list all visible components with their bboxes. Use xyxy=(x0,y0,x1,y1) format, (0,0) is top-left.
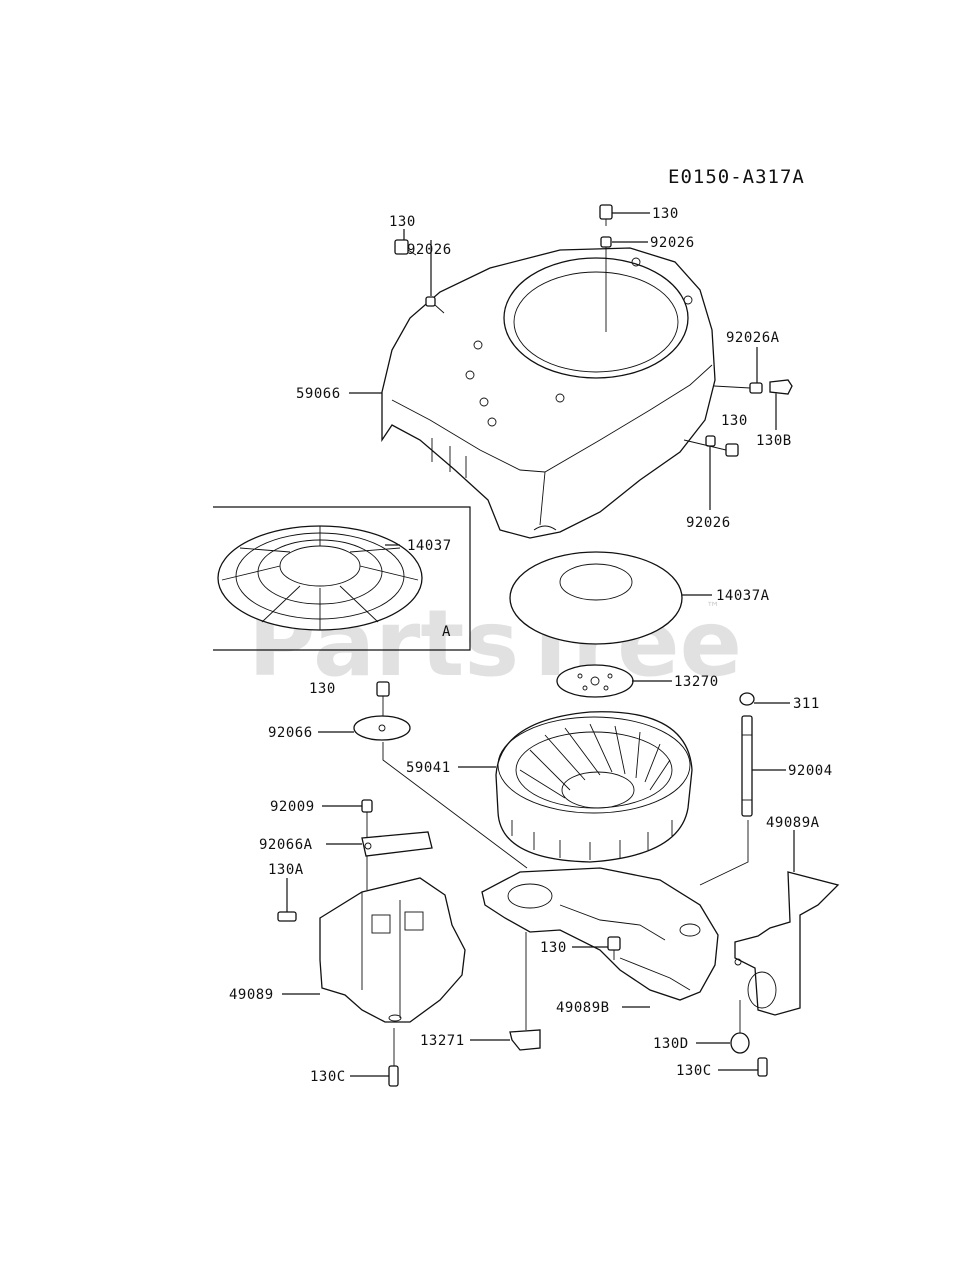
stud-92004[interactable] xyxy=(741,715,753,817)
label-92066A: 92066A xyxy=(259,837,313,853)
label-130-top-left: 130 xyxy=(389,214,416,230)
label-14037: 14037 xyxy=(407,538,452,554)
plate-13270[interactable] xyxy=(556,664,634,698)
bolt-130C-left[interactable] xyxy=(388,1065,399,1087)
label-130C-right: 130C xyxy=(676,1063,712,1079)
label-92004: 92004 xyxy=(788,763,833,779)
screen-14037[interactable] xyxy=(217,525,423,631)
bolt-130-right[interactable] xyxy=(725,443,739,457)
bracket-13271[interactable] xyxy=(509,1029,541,1051)
bolt-130B[interactable] xyxy=(769,379,793,422)
label-49089: 49089 xyxy=(229,987,274,1003)
screen-14037A[interactable] xyxy=(509,551,683,645)
bolt-130D[interactable] xyxy=(730,1000,750,1054)
collar-92026-lower[interactable] xyxy=(705,435,716,447)
label-14037A: 14037A xyxy=(716,588,770,604)
bolt-130-mid[interactable] xyxy=(376,681,390,697)
label-49089B: 49089B xyxy=(556,1000,610,1016)
bolt-92009[interactable] xyxy=(361,799,373,813)
label-130-lower: 130 xyxy=(540,940,567,956)
label-92009: 92009 xyxy=(270,799,315,815)
bolt-130-top-right[interactable] xyxy=(599,204,613,226)
label-130D: 130D xyxy=(653,1036,689,1052)
plate-92066[interactable] xyxy=(353,715,411,741)
baffle-49089[interactable] xyxy=(319,877,466,1023)
label-130-mid: 130 xyxy=(309,681,336,697)
inset-label-a: A xyxy=(442,624,451,640)
label-92026-top-left: 92026 xyxy=(407,242,452,258)
label-13271: 13271 xyxy=(420,1033,465,1049)
label-311: 311 xyxy=(793,696,820,712)
bolt-130C-right[interactable] xyxy=(757,1057,768,1077)
bolt-130-lower[interactable] xyxy=(607,936,621,960)
collar-92026-top-left[interactable] xyxy=(425,296,436,307)
baffle-49089A[interactable] xyxy=(734,871,840,1016)
collar-92026-top-right[interactable] xyxy=(600,236,612,248)
fan-59041[interactable] xyxy=(495,711,693,863)
nut-311[interactable] xyxy=(739,692,755,706)
label-130-right: 130 xyxy=(721,413,748,429)
plate-92066A[interactable] xyxy=(361,831,433,857)
label-13270: 13270 xyxy=(674,674,719,690)
bolt-130-top-left[interactable] xyxy=(394,239,417,256)
collar-92026A[interactable] xyxy=(749,382,763,394)
diagram-code: E0150-A317A xyxy=(668,166,805,188)
bolt-130A[interactable] xyxy=(277,911,297,922)
label-130A: 130A xyxy=(268,862,304,878)
label-130C-left: 130C xyxy=(310,1069,346,1085)
label-92026-lower: 92026 xyxy=(686,515,731,531)
inset-box-a: A xyxy=(213,506,471,651)
label-59041: 59041 xyxy=(406,760,451,776)
label-49089A: 49089A xyxy=(766,815,820,831)
fan-housing-59066[interactable] xyxy=(381,247,716,539)
label-130B: 130B xyxy=(756,433,792,449)
label-92026A: 92026A xyxy=(726,330,780,346)
watermark-trademark: ™ xyxy=(706,600,720,616)
baffle-49089B[interactable] xyxy=(481,867,719,1001)
label-92066: 92066 xyxy=(268,725,313,741)
label-130-top-right: 130 xyxy=(652,206,679,222)
label-59066: 59066 xyxy=(296,386,341,402)
label-92026-top-right: 92026 xyxy=(650,235,695,251)
